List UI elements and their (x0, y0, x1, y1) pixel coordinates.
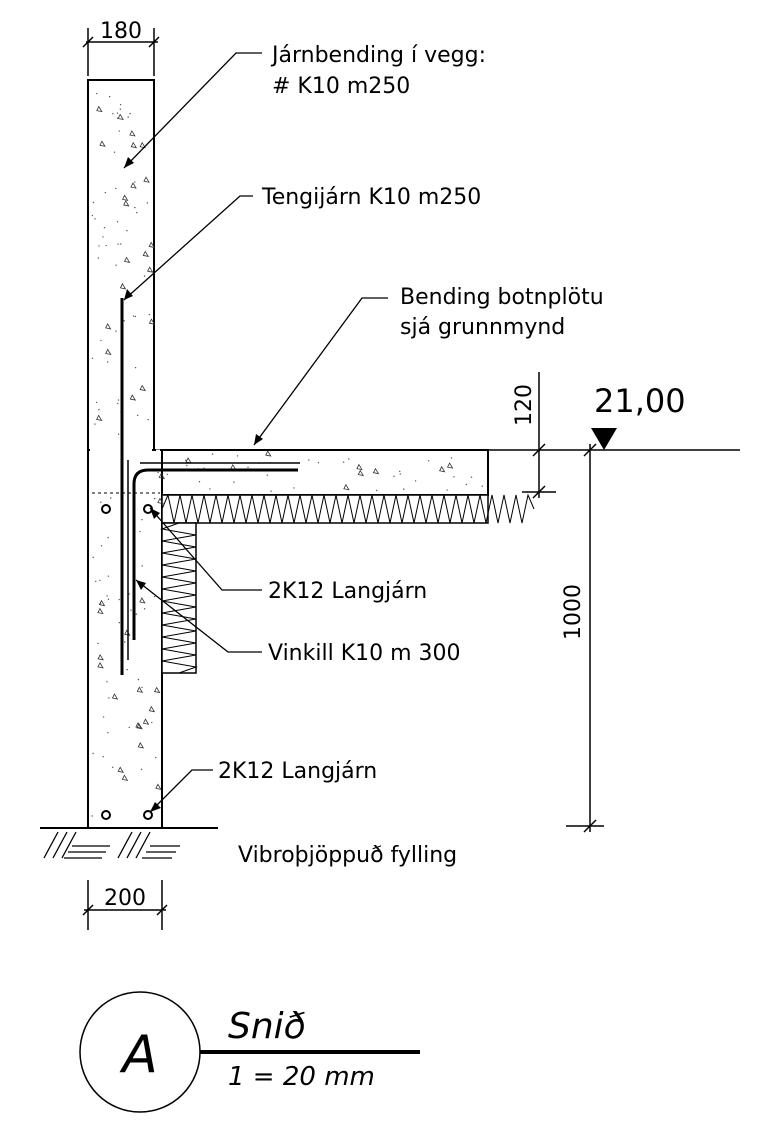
longitudinal-bars-lower-label: 2K12 Langjárn (218, 759, 377, 784)
dimension-footing-width: 200 (82, 880, 168, 930)
scale-text: 1 = 20 mm (228, 1062, 375, 1092)
slab-reinforcement-label-1: Bending botnplötu (400, 285, 604, 310)
dimension-wall-thickness: 180 (82, 19, 160, 76)
dim-1000-label: 1000 (561, 584, 586, 640)
concrete-aggregate (91, 92, 484, 817)
fill-label: Vibroþjöppuð fylling (238, 843, 457, 868)
level-marker: 21,00 (591, 382, 686, 450)
title-text: Snið (228, 1006, 306, 1047)
longitudinal-bars-upper-label: 2K12 Langjárn (268, 579, 427, 604)
insulation-vertical (160, 522, 198, 674)
insulation-horizontal (161, 493, 535, 524)
wall-reinforcement-label-1: Járnbending í vegg: (270, 43, 486, 68)
wall-reinforcement-label-2: # K10 m250 (272, 74, 410, 99)
concrete-slab (153, 449, 489, 496)
dim-200-label: 200 (104, 886, 146, 911)
leader-arrowheads (124, 157, 263, 812)
level-label: 21,00 (594, 382, 686, 420)
longitudinal-bar (101, 810, 111, 820)
tie-bars-label: Tengijárn K10 m250 (261, 185, 481, 210)
level-triangle-icon (591, 428, 617, 450)
dimension-depth: 1000 (561, 443, 604, 833)
leaders (123, 52, 388, 813)
longitudinal-bar (101, 504, 111, 514)
slab-reinforcement-label-2: sjá grunnmynd (400, 315, 565, 340)
dim-120-label: 120 (512, 384, 537, 426)
reinforcement (101, 298, 300, 820)
title-block: A Snið 1 = 20 mm (79, 991, 420, 1113)
angle-bar-label: Vinkill K10 m 300 (268, 641, 461, 666)
dimension-slab-thickness: 120 (512, 372, 556, 499)
ground-hatch (40, 827, 218, 859)
section-letter: A (119, 1025, 158, 1085)
longitudinal-bar (143, 810, 153, 820)
dim-180-label: 180 (100, 19, 142, 44)
